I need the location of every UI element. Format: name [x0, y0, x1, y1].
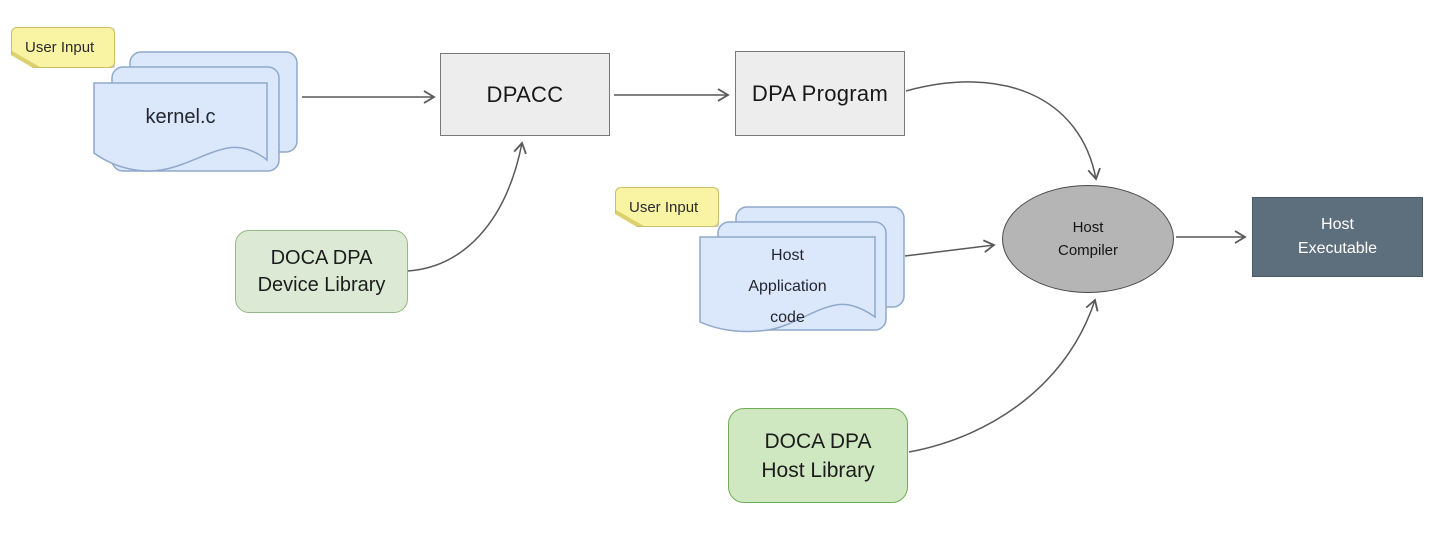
kernel-doc-front-sheet: [93, 82, 268, 172]
host-executable-box: Host Executable: [1252, 197, 1423, 277]
kernel-doc-text: kernel.c: [145, 105, 216, 128]
user-input-note-device-label: User Input: [25, 39, 95, 56]
host-compiler-line1: Host: [1072, 219, 1104, 236]
host-app-line1: Host: [771, 247, 804, 264]
kernel-doc-stack: [93, 51, 298, 172]
device-library-line1: DOCA DPA: [270, 246, 373, 269]
host-app-doc-stack: [699, 206, 905, 333]
host-app-doc-label: Host Application code: [700, 240, 875, 333]
host-library-line2: Host Library: [761, 458, 875, 482]
user-input-note-host: User Input: [615, 187, 719, 227]
user-input-note-device: User Input: [11, 27, 115, 68]
dpacc-box: DPACC: [440, 53, 610, 136]
kernel-doc-label: kernel.c: [94, 84, 267, 150]
arrow-host-library-to-host-compiler: [908, 298, 1099, 453]
user-input-note-host-label: User Input: [629, 198, 699, 216]
host-app-line3: code: [770, 309, 805, 326]
arrow-host-app-to-host-compiler: [904, 239, 996, 257]
dpa-program-box: DPA Program: [735, 51, 905, 136]
doca-dpa-host-library-box: DOCA DPA Host Library: [728, 408, 908, 503]
host-app-line2: Application: [748, 278, 827, 295]
host-compiler-line2: Compiler: [1057, 242, 1118, 259]
device-library-line2: Device Library: [257, 273, 386, 296]
arrow-device-library-to-dpacc: [407, 141, 527, 272]
dpa-program-label: DPA Program: [751, 80, 889, 106]
host-app-doc-front-sheet: [699, 236, 876, 333]
host-executable-line1: Host: [1321, 216, 1354, 233]
host-library-line1: DOCA DPA: [764, 429, 872, 453]
host-compiler-ellipse: Host Compiler: [1002, 185, 1174, 293]
doca-dpa-device-library-box: DOCA DPA Device Library: [235, 230, 408, 313]
dpacc-label: DPACC: [486, 81, 564, 107]
host-executable-line2: Executable: [1297, 240, 1378, 257]
arrow-dpa-program-to-host-compiler: [905, 81, 1101, 181]
